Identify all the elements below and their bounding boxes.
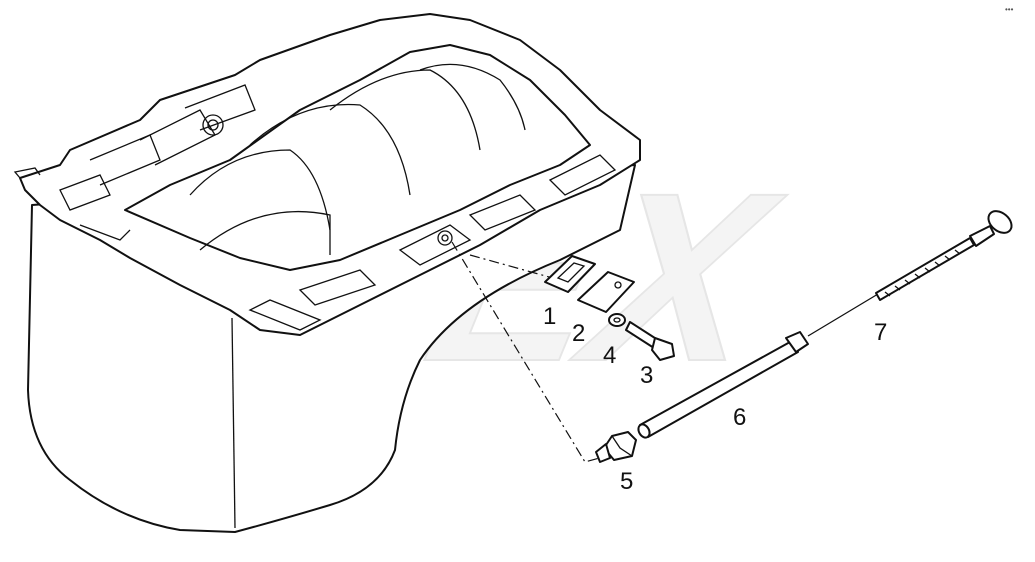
callout-2: 2	[572, 320, 585, 347]
callout-3: 3	[640, 362, 653, 389]
drain-plug-part	[595, 431, 637, 463]
callout-4: 4	[603, 342, 616, 369]
oil-pan	[13, 13, 641, 533]
washer-part	[608, 313, 626, 327]
assembly-line-cover	[469, 254, 561, 281]
corner-mark: •••	[1005, 5, 1014, 14]
callout-1: 1	[543, 303, 556, 330]
dipstick-tube-part	[637, 331, 809, 439]
gasket-part	[544, 255, 596, 293]
callout-6: 6	[733, 404, 746, 431]
callout-7: 7	[874, 319, 887, 346]
callout-5: 5	[620, 468, 633, 495]
bolt-part	[625, 321, 675, 361]
dipstick-part	[807, 210, 1013, 337]
cover-plate-part	[577, 271, 635, 313]
